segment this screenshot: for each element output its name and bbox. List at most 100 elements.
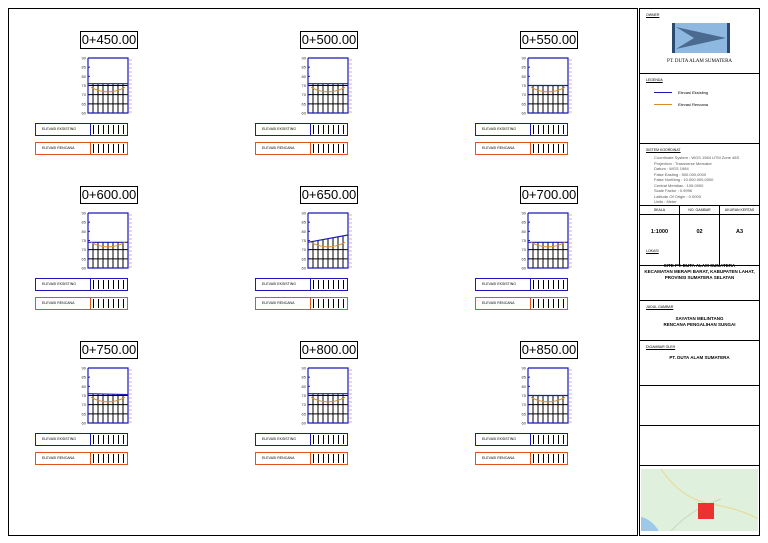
design-elevation-line [310,396,346,403]
chart-border [87,212,129,269]
y-tick-label: 75 [522,393,527,398]
row-label: ELEVASI RENCANA [36,453,91,464]
design-elevation-row: ELEVASI RENCANA [475,452,568,465]
row-values [313,454,345,463]
owner-box: OWNER PT. DUTA ALAM SUMATERA [640,9,759,74]
cross-section: 0+650.00 ELEVASI EKSISTING ELEVASI RENCA… [255,186,365,316]
coord-line: Latitude Of Origin : 0.0000 [654,193,701,199]
coordinate-lines: Coordinate System : WGS 1984 UTM Zone 48… [654,155,739,205]
location-line: KECAMATAN MERAPI BARAT, KABUPATEN LAHAT, [644,269,755,274]
coord-line: False Northing : 10.000.000,0000 [654,177,714,182]
paper-label: UKURAN KERTAS [720,206,759,215]
design-elevation-row: ELEVASI RENCANA [35,297,128,310]
row-label: ELEVASI EKSISTING [256,124,311,135]
y-tick-label: 60 [82,111,87,116]
row-values [313,280,345,289]
design-elevation-row: ELEVASI RENCANA [475,297,568,310]
y-tick-label: 60 [522,266,527,271]
y-tick-label: 75 [302,393,307,398]
station-label: 0+550.00 [520,31,578,49]
existing-elevation-row: ELEVASI EKSISTING [475,278,568,291]
coord-line: Units : Meter [654,199,677,204]
y-tick-label: 75 [522,83,527,88]
row-values [313,435,345,444]
y-tick-label: 65 [82,256,87,261]
row-label: ELEVASI RENCANA [256,298,311,309]
drawing-title-line: SAYATAN MELINTANG [675,316,724,321]
row-label: ELEVASI EKSISTING [256,279,311,290]
owner-label: OWNER [646,13,660,17]
blank-box-2 [640,426,759,466]
y-tick-label: 75 [302,238,307,243]
location-line: PROVINSI SUMATERA SELATAN [664,275,735,280]
coord-line: Projection : Transverse Mercator [654,160,712,166]
y-tick-label: 75 [82,83,87,88]
y-tick-label: 60 [82,266,87,271]
row-label: ELEVASI RENCANA [476,453,531,464]
design-elevation-line [310,241,346,248]
y-tick-label: 70 [302,92,307,97]
y-tick-label: 75 [82,238,87,243]
cross-section: 0+550.00 ELEVASI EKSISTING ELEVASI RENCA… [475,31,585,161]
station-label: 0+650.00 [300,186,358,204]
y-tick-label: 70 [522,402,527,407]
row-values [533,435,565,444]
drawn-by: PT. DUTA ALAM SUMATERA [669,355,730,360]
y-tick-label: 65 [82,411,87,416]
y-tick-label: 65 [302,411,307,416]
y-tick-label: 65 [82,101,87,106]
y-tick-label: 80 [82,384,87,389]
coord-line: Coordinate System : WGS 1984 UTM Zone 48… [654,155,740,160]
row-label: ELEVASI EKSISTING [36,434,91,445]
site-marker [698,503,714,519]
design-elevation-line [310,86,346,93]
chart-border [87,57,129,114]
cross-section: 0+800.00 ELEVASI EKSISTING ELEVASI RENCA… [255,341,365,471]
y-tick-label: 60 [302,111,307,116]
y-tick-label: 70 [522,92,527,97]
existing-elevation-row: ELEVASI EKSISTING [475,123,568,136]
row-label: ELEVASI RENCANA [36,298,91,309]
coord-line: False Easting : 500.000,0000 [654,171,707,177]
company-logo [672,23,730,53]
y-tick-label: 85 [82,220,87,225]
sheet-no-label: NO. GAMBAR [680,206,719,215]
y-tick-label: 90 [302,56,307,61]
owner-name: PT. DUTA ALAM SUMATERA [666,59,733,64]
y-tick-label: 90 [522,366,527,371]
existing-elevation-row: ELEVASI EKSISTING [475,433,568,446]
row-values [93,454,125,463]
row-label: ELEVASI RENCANA [256,453,311,464]
legend-label: LEGENDA [646,78,663,82]
cross-section: 0+600.00 ELEVASI EKSISTING ELEVASI RENCA… [35,186,145,316]
station-label: 0+850.00 [520,341,578,359]
y-tick-label: 75 [302,83,307,88]
station-label: 0+800.00 [300,341,358,359]
chart-border [527,367,569,424]
chart-border [307,212,349,269]
location-line: SITE PT. DUTA ALAM SUMATERA [663,263,736,268]
y-tick-label: 65 [522,256,527,261]
blank-box-1 [640,386,759,426]
location-map [641,469,758,531]
paper-value: A3 [735,229,744,235]
sheet-no-value: 02 [696,229,703,235]
station-label: 0+500.00 [300,31,358,49]
existing-elevation-row: ELEVASI EKSISTING [255,123,348,136]
y-tick-label: 85 [82,65,87,70]
cross-section: 0+700.00 ELEVASI EKSISTING ELEVASI RENCA… [475,186,585,316]
y-tick-label: 60 [302,266,307,271]
y-tick-label: 80 [302,74,307,79]
y-tick-label: 70 [302,402,307,407]
row-values [93,125,125,134]
row-values [313,299,345,308]
existing-elevation-row: ELEVASI EKSISTING [35,123,128,136]
y-tick-label: 80 [302,384,307,389]
sheet-no-cell: NO. GAMBAR 02 [680,206,720,265]
design-elevation-line [530,86,566,93]
y-tick-label: 70 [82,247,87,252]
cross-section: 0+450.00 ELEVASI EKSISTING ELEVASI RENCA… [35,31,145,161]
